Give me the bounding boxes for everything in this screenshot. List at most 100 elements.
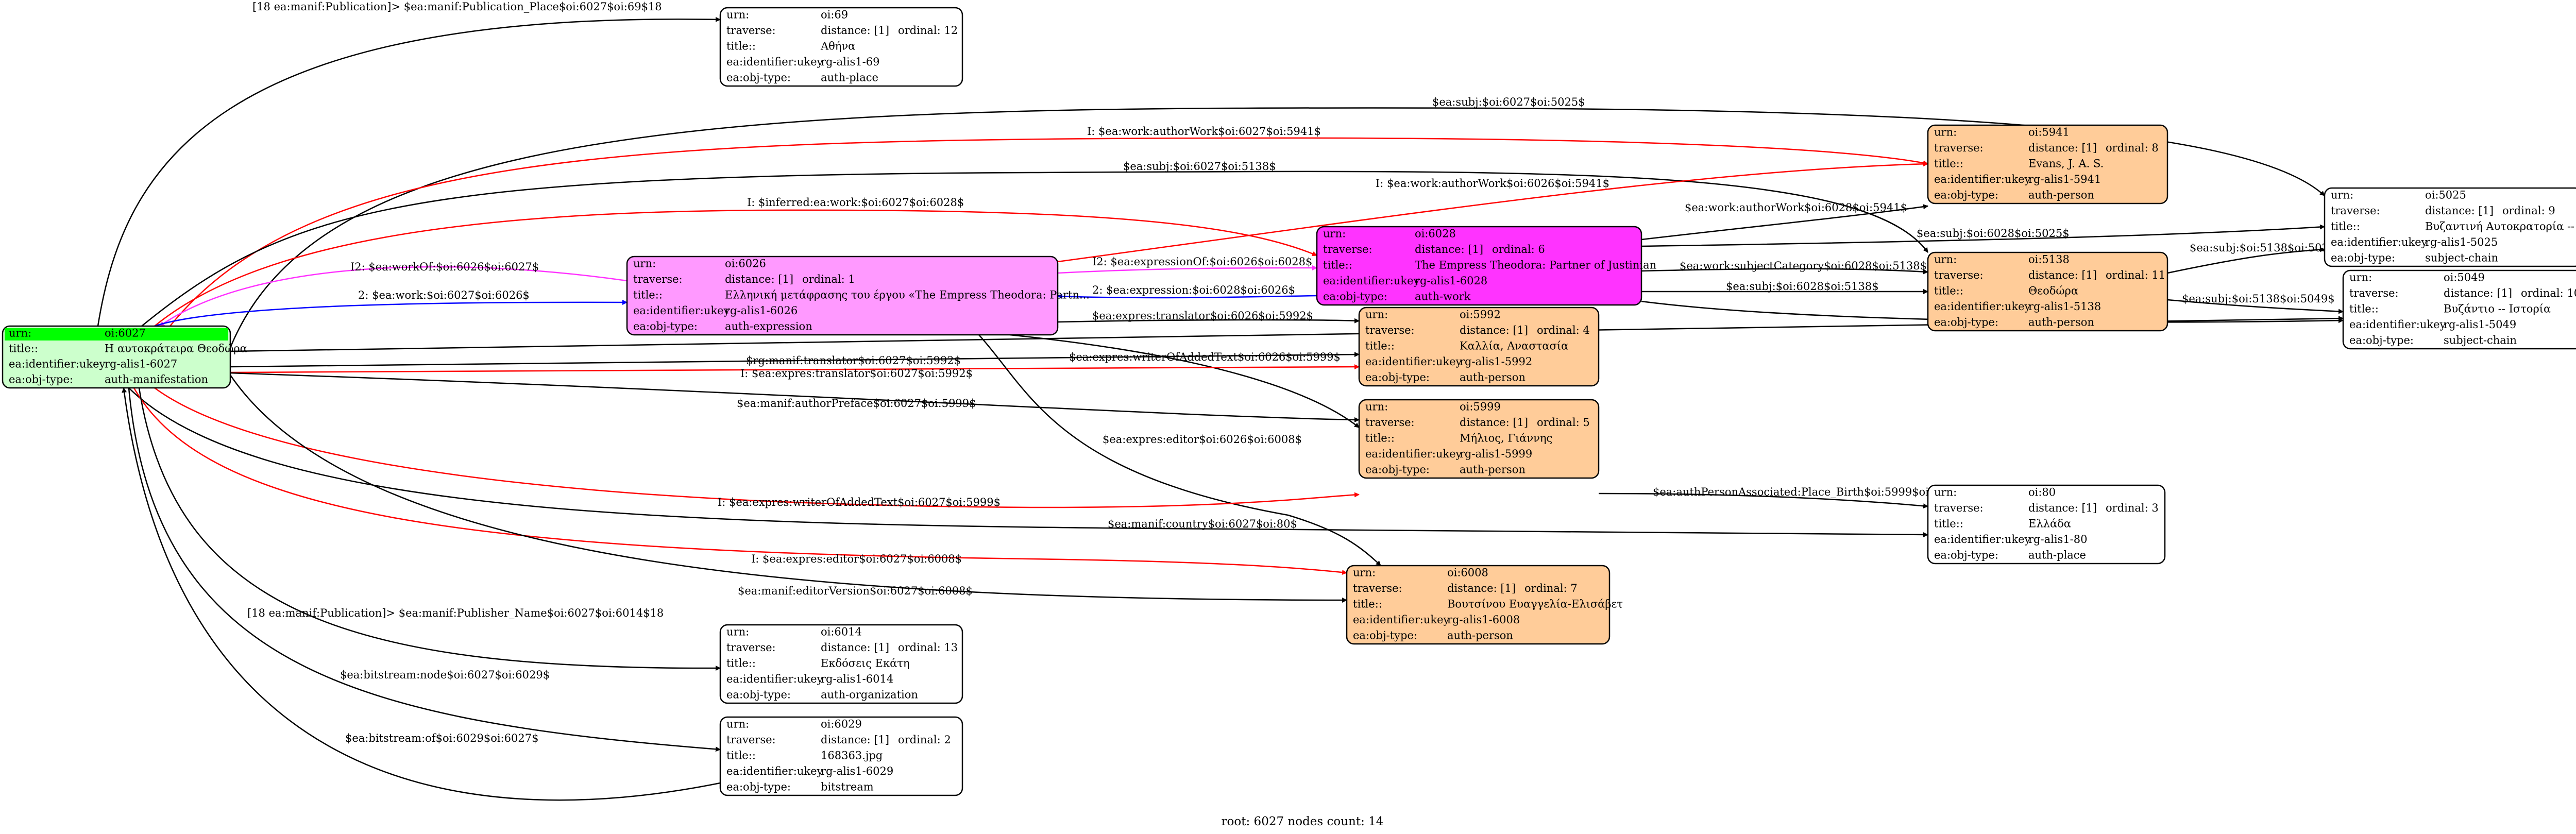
node-row-key: ea:identifier:ukey: [1365, 448, 1462, 460]
edge-28: I: $ea:expres:editor$oi:6027$oi:6008$: [133, 387, 1347, 575]
edge-23: $ea:expres:editor$oi:6026$oi:6008$: [978, 334, 1381, 566]
node-row-key: ea:identifier:ukey: [2349, 318, 2446, 331]
edge-10: I2: $ea:expressionOf:$oi:6026$oi:6028$: [1057, 256, 1317, 274]
node-row-value: oi:5992: [1460, 309, 1501, 321]
node-row-value: rg-alis1-6026: [725, 304, 798, 317]
node-row-ordinal: ordinal: 9: [2502, 205, 2555, 217]
node-row-key: ea:obj-type:: [1934, 316, 1998, 328]
edge-line[interactable]: [154, 299, 628, 327]
node-row-value: Βουτσίνου Ευαγγελία-Ελισάβετ: [1447, 598, 1623, 610]
node-row-key: title::: [726, 657, 756, 669]
edge-line[interactable]: [1641, 224, 2325, 247]
edge-26: I: $ea:expres:writerOfAddedText$oi:6027$…: [154, 387, 1360, 508]
node-row-key: ea:identifier:ukey: [1365, 355, 1462, 368]
node-row-value: bitstream: [821, 780, 874, 793]
edge-line[interactable]: [154, 387, 1360, 508]
edge-line[interactable]: [2167, 299, 2344, 314]
node-row-key: urn:: [1934, 253, 1957, 266]
node-row-key: traverse:: [726, 24, 776, 37]
node-row-key: title::: [1365, 432, 1395, 444]
node-row-key: ea:obj-type:: [726, 688, 791, 701]
node-row-value: rg-alis1-6029: [821, 765, 893, 777]
edge-line[interactable]: [154, 209, 1317, 327]
edge-label: $ea:work:subjectCategory$oi:6028$oi:5138…: [1680, 260, 1927, 272]
edge-line[interactable]: [97, 16, 721, 327]
node-row-value: rg-alis1-69: [821, 56, 880, 68]
edge-12: 2: $ea:expression:$oi:6028$oi:6026$: [1057, 284, 1317, 299]
edge-label: $ea:work:authorWork$oi:6028$oi:5941$: [1685, 201, 1907, 214]
edge-line[interactable]: [1057, 294, 1317, 299]
edge-line[interactable]: [1641, 268, 1928, 275]
node-row-key: urn:: [1323, 228, 1346, 240]
edge-line[interactable]: [1009, 334, 1360, 428]
node-row-key: ea:identifier:ukey: [633, 304, 730, 317]
edge-label: I: $ea:work:authorWork$oi:6026$oi:5941$: [1376, 177, 1609, 190]
edge-label: I: $ea:expres:translator$oi:6027$oi:5992…: [740, 367, 973, 380]
edge-line[interactable]: [128, 387, 1928, 538]
node-row-key: ea:identifier:ukey: [1934, 300, 2031, 313]
node-row-key: ea:obj-type:: [2349, 334, 2414, 346]
node-row-key: traverse:: [726, 641, 776, 654]
node-row-value: Βυζάντιο -- Ιστορία: [2444, 302, 2551, 315]
node-row-key: traverse:: [1353, 582, 1402, 594]
node-row-key: ea:obj-type:: [1353, 629, 1417, 641]
node-row-value: distance: [1]: [1460, 416, 1528, 429]
edge-line[interactable]: [1057, 265, 1317, 274]
edge-line[interactable]: [138, 387, 721, 671]
node-row-ordinal: ordinal: 10: [2521, 287, 2576, 299]
edge-layer: [18 ea:manif:Publication]> $ea:manif:Pub…: [97, 1, 2344, 801]
edge-line[interactable]: [229, 375, 1347, 603]
edge-line[interactable]: [2167, 247, 2325, 274]
node-row-key: urn:: [2331, 189, 2353, 201]
edge-line[interactable]: [230, 352, 1360, 368]
node-row-value: 168363.jpg: [821, 749, 883, 761]
node-row-value: rg-alis1-5992: [1460, 355, 1532, 368]
edge-13: $ea:subj:$oi:6028$oi:5138$: [1641, 280, 1928, 294]
edge-line[interactable]: [141, 171, 1929, 327]
node-row-key: traverse:: [1323, 243, 1372, 256]
edge-line[interactable]: [1057, 161, 1928, 263]
edge-line[interactable]: [122, 387, 721, 801]
node-row-key: ea:identifier:ukey: [1934, 173, 2031, 185]
edge-line[interactable]: [170, 137, 1928, 327]
node-row-key: title::: [1934, 517, 1963, 530]
node-row-value: auth-person: [1460, 463, 1526, 475]
node-row-key: title::: [1323, 259, 1352, 271]
node-row-value: distance: [1]: [821, 734, 889, 746]
edge-label: I2: $ea:workOf:$oi:6026$oi:6027$: [350, 261, 539, 273]
node-row-value: oi:5049: [2444, 271, 2485, 284]
edge-line[interactable]: [159, 266, 628, 327]
edge-line[interactable]: [128, 387, 721, 752]
edge-line[interactable]: [1598, 492, 1928, 509]
node-row-value: distance: [1]: [2028, 269, 2097, 281]
edge-label: I: $inferred:ea:work:$oi:6027$oi:6028$: [747, 196, 964, 209]
node-row-value: rg-alis1-5138: [2028, 300, 2101, 313]
node-row-key: ea:identifier:ukey: [1353, 614, 1450, 626]
edge-line[interactable]: [230, 372, 1360, 422]
edge-24: $ea:manif:authorPreface$oi:6027$oi:5999$: [230, 372, 1360, 422]
edge-line[interactable]: [978, 334, 1381, 566]
node-row-key: ea:identifier:ukey: [2331, 236, 2428, 248]
node-row-key: traverse:: [1934, 502, 1984, 514]
edge-08: $ea:subj:$oi:6028$oi:5025$: [1641, 224, 2325, 247]
edge-04: $ea:subj:$oi:6027$oi:5138$: [141, 160, 1929, 327]
edge-line[interactable]: [1057, 318, 1360, 324]
node-row-value: oi:69: [821, 9, 848, 21]
edge-line[interactable]: [133, 387, 1347, 575]
edge-line[interactable]: [1641, 204, 1928, 241]
node-row-value: rg-alis1-5025: [2425, 236, 2498, 248]
